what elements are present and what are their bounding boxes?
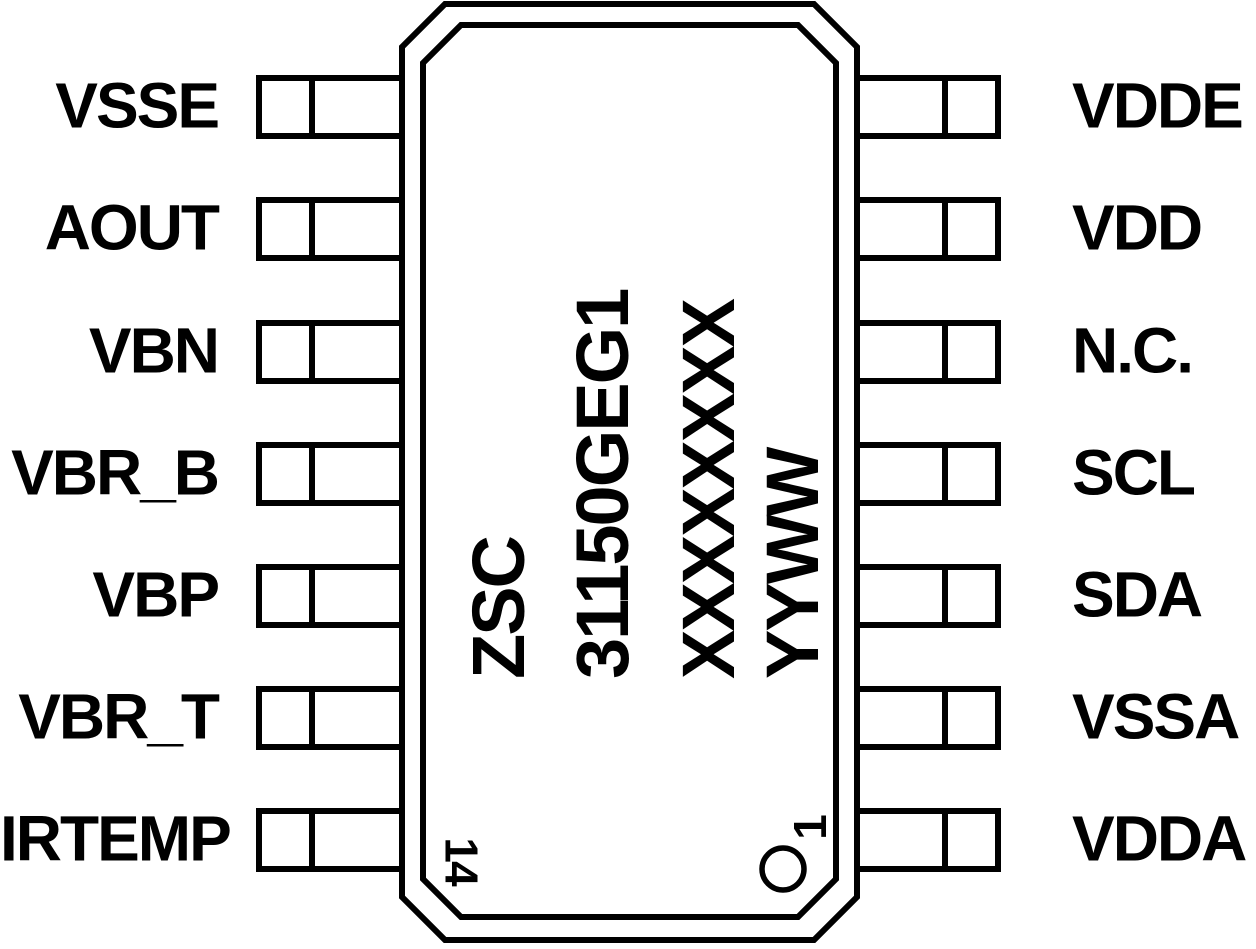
pin-label-vssa: VSSA [1072,680,1240,753]
pin-right-scl [851,442,1001,506]
pin-left-vbr-b [256,442,406,506]
pin-label-vdd: VDD [1072,191,1203,264]
pin-divider [309,81,315,133]
pin1-indicator-circle [759,845,807,893]
pin-label-nc: N.C. [1072,314,1194,387]
pin-label-irtemp: IRTEMP [0,802,232,875]
pin-right-vdde [851,75,1001,139]
chip-marking-line-3: XXXXXXXX [667,300,750,679]
pin-label-scl: SCL [1072,436,1196,509]
pin-divider [309,692,315,744]
pin-divider [309,570,315,622]
pin-label-vsse: VSSE [55,69,220,142]
pin14-number-marker: 14 [435,837,488,885]
pin-divider [942,814,948,866]
pin-label-aout: AOUT [44,191,220,264]
pin-label-vbn: VBN [88,314,220,387]
pin-divider [309,448,315,500]
pin-divider [942,692,948,744]
chip-marking-line-1: ZSC [457,537,540,679]
pin-divider [942,203,948,255]
pin-right-vdda [851,808,1001,872]
pin-left-vbn [256,320,406,384]
chip-marking-line-4: YYWW [751,448,834,679]
pin1-number-marker: 1 [783,816,836,840]
pin-divider [942,81,948,133]
pin-divider [942,448,948,500]
pin-divider [942,326,948,378]
pin-divider [309,814,315,866]
pin-divider [309,203,315,255]
pin-label-vbr-b: VBR_B [11,436,220,509]
pin-label-sda: SDA [1072,558,1203,631]
pin-label-vdde: VDDE [1072,69,1244,142]
pin-label-vdda: VDDA [1072,802,1247,875]
pin-label-vbr-t: VBR_T [18,680,220,753]
pin-left-vsse [256,75,406,139]
pin-left-aout [256,197,406,261]
pin-divider [942,570,948,622]
pin-divider [309,326,315,378]
pin-label-vbp: VBP [92,558,220,631]
chip-marking-line-2: 31150GEG1 [561,289,644,679]
chip-outline-inner [420,22,839,920]
pin-left-irtemp [256,808,406,872]
chip-outline-outer [399,1,860,943]
